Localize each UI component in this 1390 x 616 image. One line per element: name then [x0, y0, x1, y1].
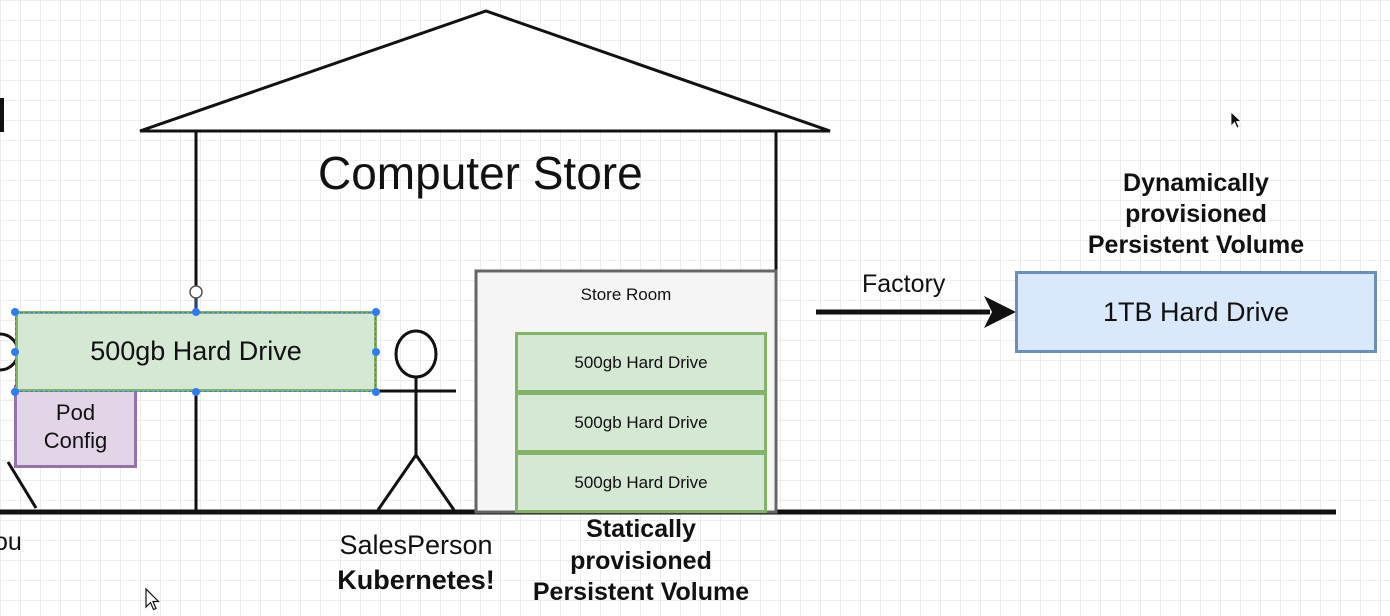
static-pv-line1: Statically	[586, 515, 696, 543]
static-pv-line2: provisioned	[570, 546, 712, 575]
rotate-handle-icon[interactable]	[189, 285, 203, 299]
drive-label: 500gb Hard Drive	[574, 472, 708, 492]
store-title: Computer Store	[318, 147, 643, 199]
store-room-drive-3[interactable]: 500gb Hard Drive	[515, 452, 767, 513]
held-hard-drive[interactable]: 500gb Hard Drive	[15, 311, 377, 392]
cutoff-text-fragment	[0, 98, 4, 132]
salesperson-figure	[376, 329, 456, 511]
dynamic-pv-label: Dynamically provisioned Persistent Volum…	[1036, 168, 1356, 261]
you-figure-leg	[6, 461, 38, 509]
store-room-label: Store Room	[580, 285, 672, 304]
static-pv-label: Statically provisioned Persistent Volume	[496, 514, 786, 609]
cursor-outline-icon	[145, 587, 160, 611]
resize-handle-nw[interactable]	[11, 308, 19, 316]
resize-handle-sw[interactable]	[11, 388, 19, 396]
store-roof	[139, 9, 831, 133]
resize-handle-e[interactable]	[372, 348, 380, 356]
factory-arrowhead	[984, 296, 1016, 328]
pod-config-line1: Pod	[55, 399, 96, 425]
salesperson-subtitle: Kubernetes!	[337, 565, 495, 595]
salesperson-label: SalesPerson	[339, 530, 493, 560]
resize-handle-s[interactable]	[192, 388, 200, 396]
factory-hard-drive[interactable]: 1TB Hard Drive	[1015, 271, 1377, 353]
dynamic-pv-line3: Persistent Volume	[1087, 231, 1305, 259]
drive-label: 500gb Hard Drive	[574, 352, 708, 372]
dynamic-pv-line1: Dynamically	[1123, 169, 1269, 197]
resize-handle-se[interactable]	[372, 388, 380, 396]
resize-handle-ne[interactable]	[372, 308, 380, 316]
static-pv-line3: Persistent Volume	[532, 578, 750, 606]
drive-label: 500gb Hard Drive	[90, 336, 302, 366]
cursor-icon	[1230, 111, 1243, 129]
store-room-drive-2[interactable]: 500gb Hard Drive	[515, 392, 767, 453]
pod-config-box[interactable]: Pod Config	[14, 385, 137, 468]
factory-label: Factory	[862, 270, 946, 298]
you-label: ou	[0, 528, 22, 556]
pod-config-line2: Config	[43, 427, 108, 453]
resize-handle-n[interactable]	[192, 308, 200, 316]
drive-label: 1TB Hard Drive	[1102, 296, 1290, 327]
store-room-drive-1[interactable]: 500gb Hard Drive	[515, 332, 767, 393]
drive-label: 500gb Hard Drive	[574, 412, 708, 432]
resize-handle-w[interactable]	[11, 348, 19, 356]
dynamic-pv-line2: provisioned	[1125, 200, 1267, 228]
